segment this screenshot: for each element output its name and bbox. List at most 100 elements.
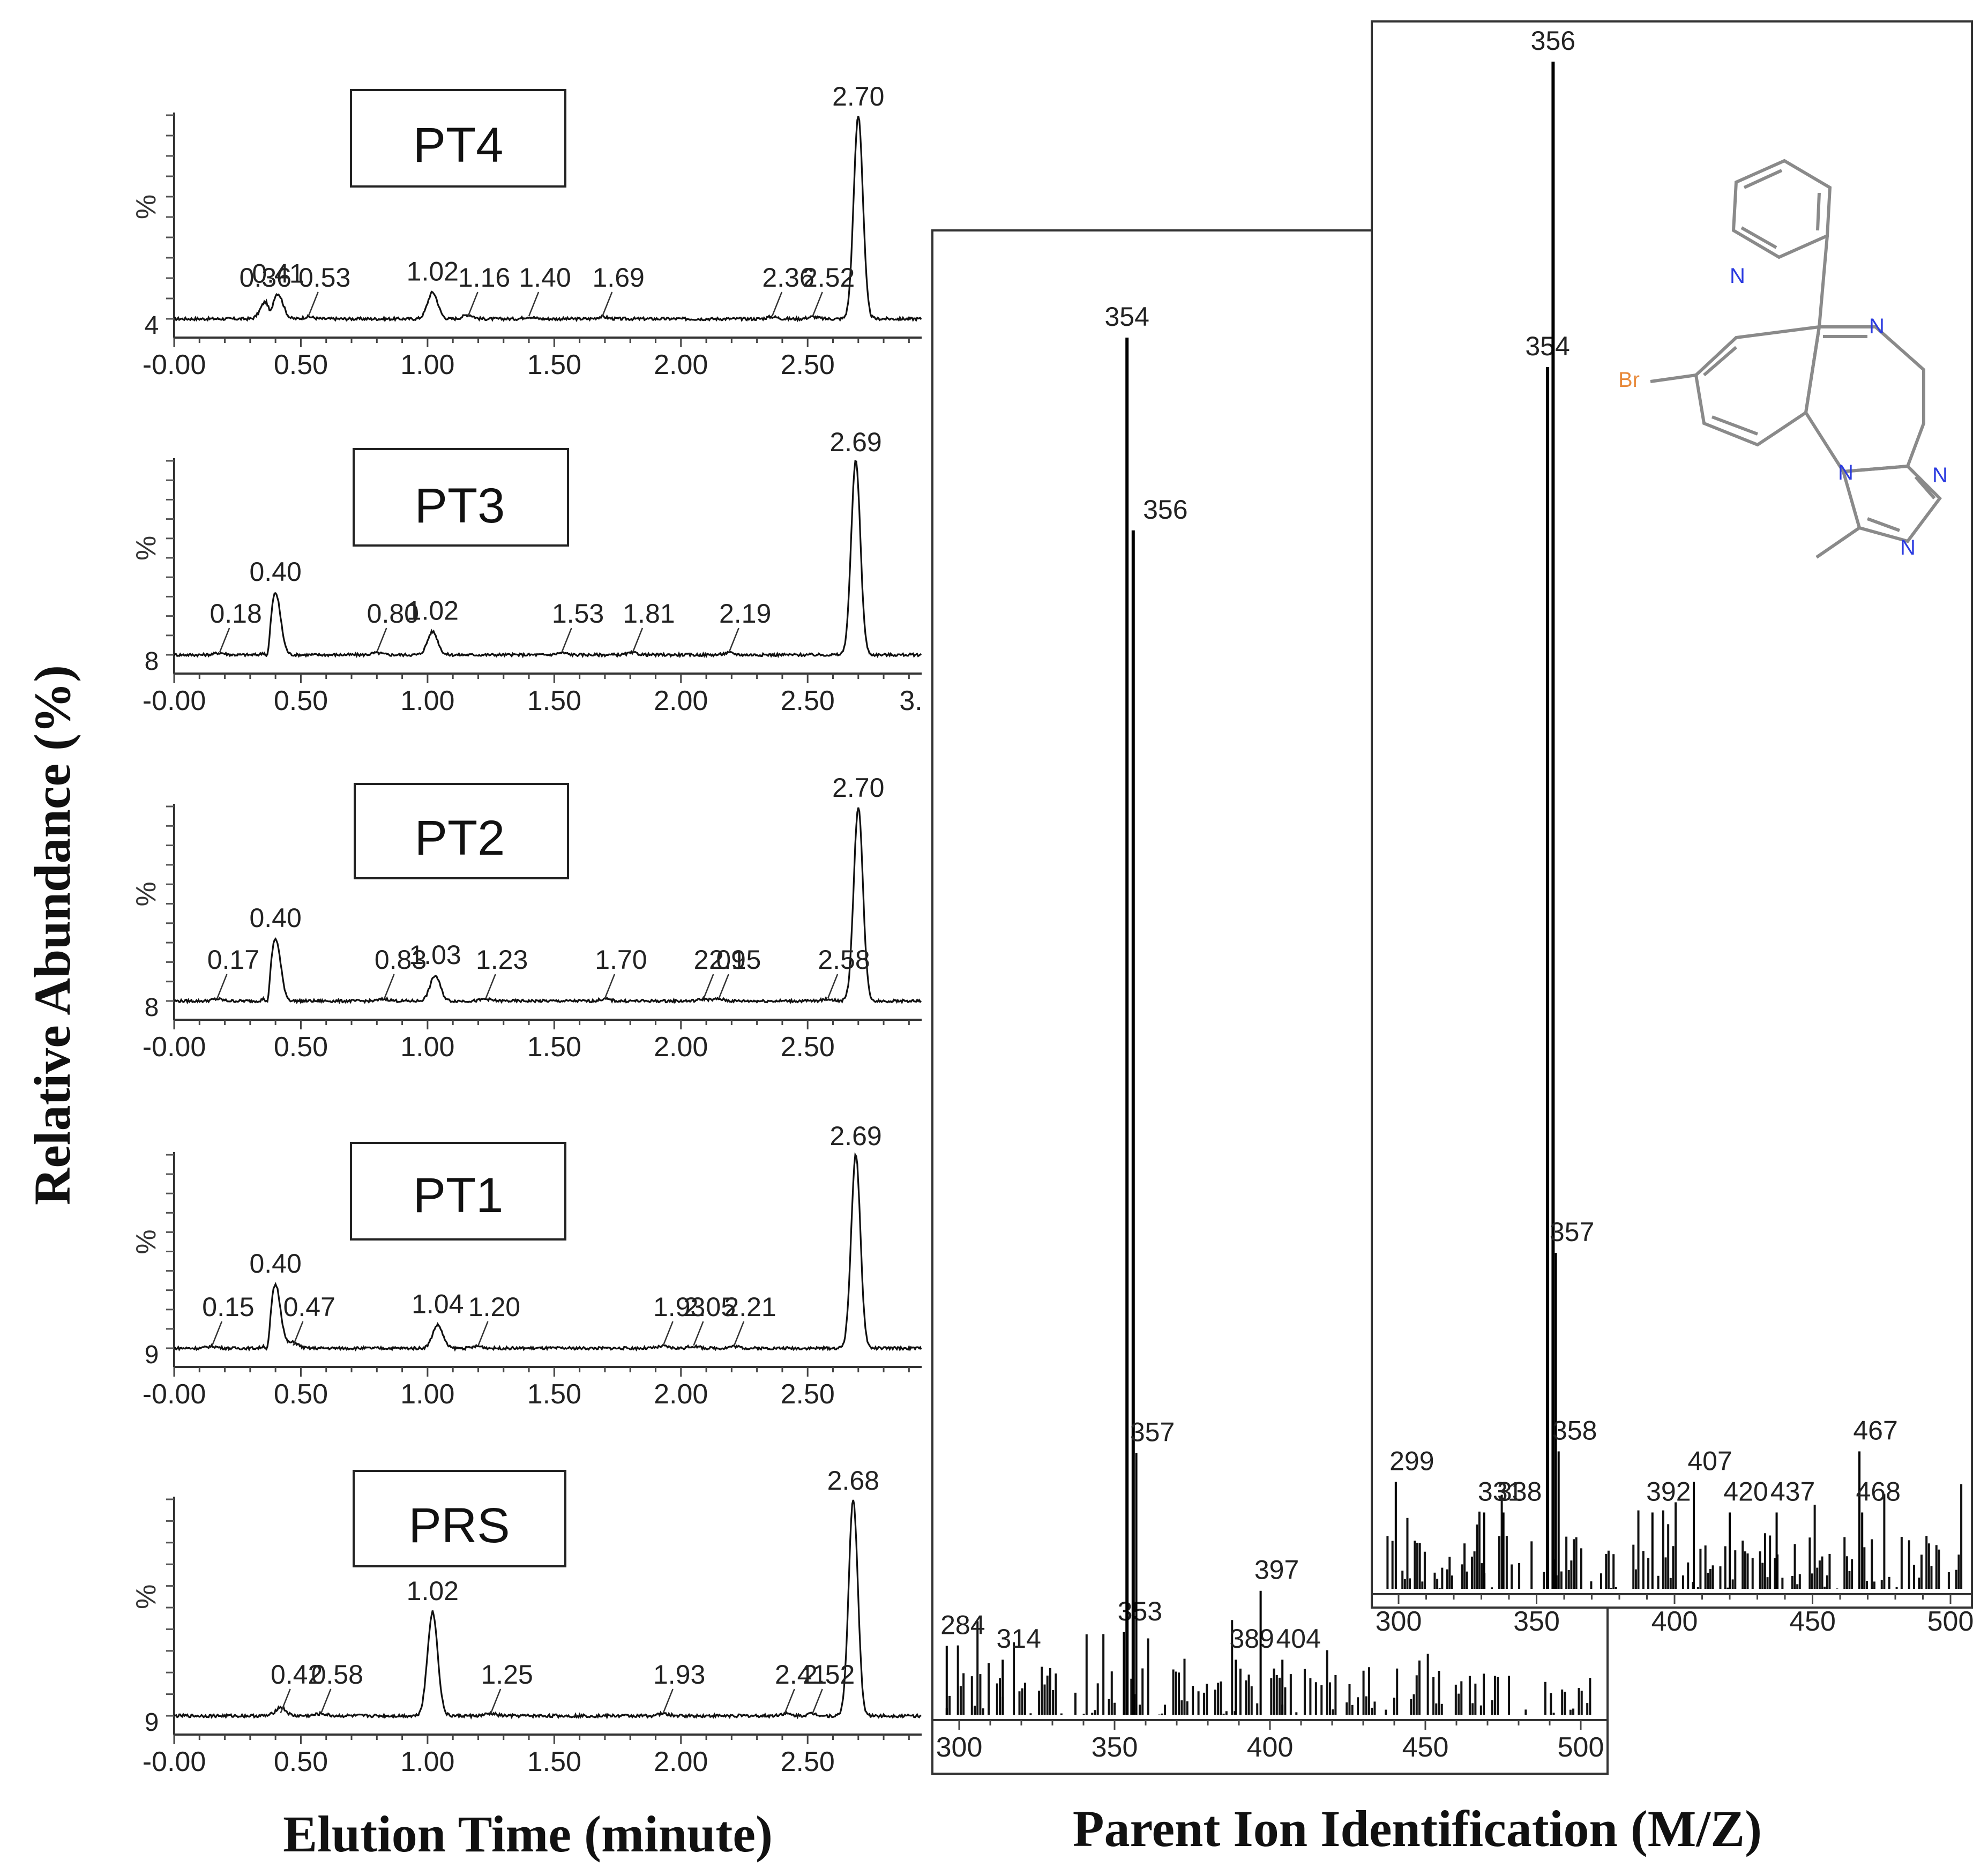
peak-leader xyxy=(376,627,387,653)
x-axis-title-mz: Parent Ion Identification (M/Z) xyxy=(1073,1800,1762,1857)
bond xyxy=(1703,346,1737,377)
peak-label: 0.53 xyxy=(298,263,350,293)
x-tick-label: 0.50 xyxy=(274,349,328,380)
peak-label: 0.40 xyxy=(249,1249,301,1279)
peak-leader xyxy=(604,974,616,999)
spectrum-peak-label: 407 xyxy=(1687,1446,1732,1476)
chromatogram-trace xyxy=(174,1152,922,1352)
panel-label: PT4 xyxy=(413,118,504,173)
peak-label: 1.16 xyxy=(458,263,510,293)
peak-label: 0.18 xyxy=(210,599,261,629)
peak-label: 2.70 xyxy=(832,773,884,803)
y-axis-label: % xyxy=(131,1229,162,1254)
peak-leader xyxy=(827,974,839,999)
peak-leader xyxy=(693,1321,704,1346)
peak-label: 1.69 xyxy=(593,263,645,293)
peak-leader xyxy=(771,292,783,317)
peak-leader xyxy=(728,627,739,653)
y-min-label: 8 xyxy=(145,993,159,1022)
peak-label: 0.41 xyxy=(252,258,304,288)
peak-label: 0.47 xyxy=(283,1292,335,1322)
peak-label: 2.15 xyxy=(709,945,761,975)
x-tick-label: 2.50 xyxy=(781,1746,835,1777)
peak-leader xyxy=(485,974,496,999)
x-tick-label: -0.00 xyxy=(143,1746,206,1777)
peak-leader xyxy=(528,292,540,317)
peak-label: 2.58 xyxy=(818,945,870,975)
x-tick-label: 1.50 xyxy=(527,349,581,380)
panel-label: PRS xyxy=(408,1498,510,1553)
peak-label: 1.40 xyxy=(519,263,571,293)
bond xyxy=(1866,517,1901,532)
x-tick-label: 0.50 xyxy=(274,1032,328,1063)
panel-label-box xyxy=(353,448,569,547)
atom-N-imine: N xyxy=(1869,315,1885,338)
y-min-label: 9 xyxy=(145,1708,159,1737)
x-tick-label: 2.00 xyxy=(654,685,708,716)
x-tick-label: 2.00 xyxy=(654,1032,708,1063)
x-tick-label: -0.00 xyxy=(143,685,206,716)
y-min-label: 4 xyxy=(145,311,159,340)
y-min-label: 8 xyxy=(145,647,159,676)
peak-label: 2.70 xyxy=(832,81,884,111)
x-tick-label: 2.00 xyxy=(654,1746,708,1777)
spectrum-peak-label: 314 xyxy=(996,1624,1041,1654)
atom-N-triazole-1: N xyxy=(1932,464,1948,487)
peak-leader xyxy=(703,974,714,999)
spectrum-peak-label: 389 xyxy=(1229,1624,1274,1654)
panel-label-box xyxy=(350,89,566,188)
spectrum-peak-label: 437 xyxy=(1770,1477,1815,1507)
spectrum-peak-label: 397 xyxy=(1254,1555,1299,1585)
peak-label: 1.93 xyxy=(653,1660,705,1690)
bond xyxy=(1816,192,1821,231)
spectrum-peak-label: 284 xyxy=(940,1610,985,1640)
peak-label: 2.05 xyxy=(684,1292,736,1322)
peak-label: 1.04 xyxy=(412,1289,464,1319)
x-tick-label: 1.00 xyxy=(400,1379,454,1410)
peak-label: 0.80 xyxy=(367,599,419,629)
peak-label: 2.09 xyxy=(694,945,746,975)
x-tick-label: 300 xyxy=(936,1732,983,1763)
spectrum-peak-label: 354 xyxy=(1525,331,1570,361)
peak-label: 0.42 xyxy=(271,1660,323,1690)
spectrum-peak-label: 356 xyxy=(1143,495,1187,525)
x-tick-label: 2.00 xyxy=(654,1379,708,1410)
x-tick-label: 1.50 xyxy=(527,1032,581,1063)
peak-label: 1.93 xyxy=(653,1292,705,1322)
spectrum-peak-label: 392 xyxy=(1646,1477,1691,1507)
spectrum-peak-label: 354 xyxy=(1104,302,1149,332)
x-tick-label: 1.00 xyxy=(400,1746,454,1777)
peak-leader xyxy=(812,292,823,317)
peak-label: 2.21 xyxy=(724,1292,776,1322)
peak-leader xyxy=(219,627,230,653)
atom-N-triazole-2: N xyxy=(1900,536,1916,559)
atom-N-pyridine: N xyxy=(1730,264,1745,288)
peak-leader xyxy=(632,627,644,653)
peak-label: 2.68 xyxy=(827,1466,879,1496)
x-tick-label: 1.50 xyxy=(527,1746,581,1777)
x-tick-label: 2.50 xyxy=(781,685,835,716)
peak-label: 0.40 xyxy=(249,903,301,933)
spectrum-peak-label: 467 xyxy=(1853,1416,1897,1446)
peak-label: 1.20 xyxy=(468,1292,520,1322)
bond xyxy=(1743,169,1783,189)
spectrum-peak-label: 338 xyxy=(1497,1477,1542,1507)
peak-label: 1.81 xyxy=(623,599,675,629)
x-tick-label: 0.50 xyxy=(274,1379,328,1410)
peak-leader xyxy=(211,1321,223,1346)
spectrum-peak-label: 356 xyxy=(1531,26,1575,56)
peak-leader xyxy=(216,974,228,999)
x-tick-label: 450 xyxy=(1402,1732,1449,1763)
panel-label-box xyxy=(350,1142,566,1241)
x-axis-title-elution: Elution Time (minute) xyxy=(283,1805,773,1863)
x-tick-label: 400 xyxy=(1247,1732,1294,1763)
peak-leader xyxy=(662,1321,674,1346)
peak-leader xyxy=(308,292,319,317)
bond xyxy=(1818,235,1829,327)
x-tick-label: 1.50 xyxy=(527,685,581,716)
peak-leader xyxy=(477,1321,489,1346)
bond xyxy=(1711,415,1759,436)
